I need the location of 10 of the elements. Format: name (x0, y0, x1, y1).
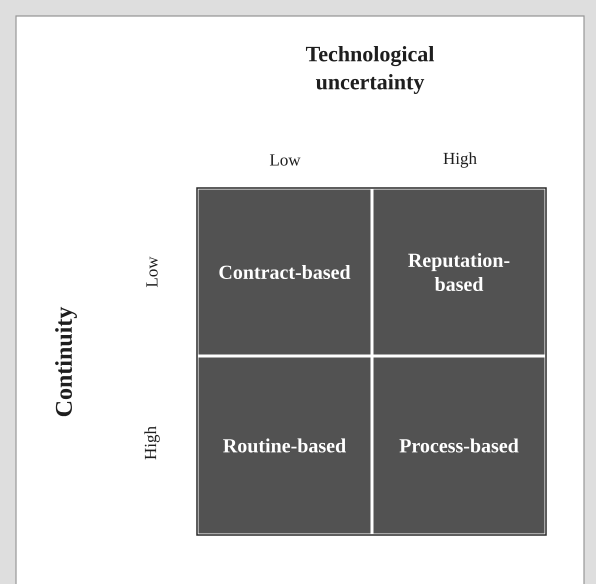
quadrant-box: Reputation-based (370, 186, 548, 358)
quadrant-box: Routine-based (196, 354, 374, 536)
axis-level-label: Low (270, 154, 301, 166)
axis-level-label: Low (146, 256, 158, 288)
quadrant-box: Process-based (370, 354, 548, 536)
quadrant-box: Contract-based (196, 186, 374, 358)
axis-level-label: High (144, 426, 160, 460)
axis-level-label: High (444, 152, 477, 168)
axis-title: Technological uncertainty (306, 46, 434, 94)
axis-title: Continuity (55, 306, 77, 416)
